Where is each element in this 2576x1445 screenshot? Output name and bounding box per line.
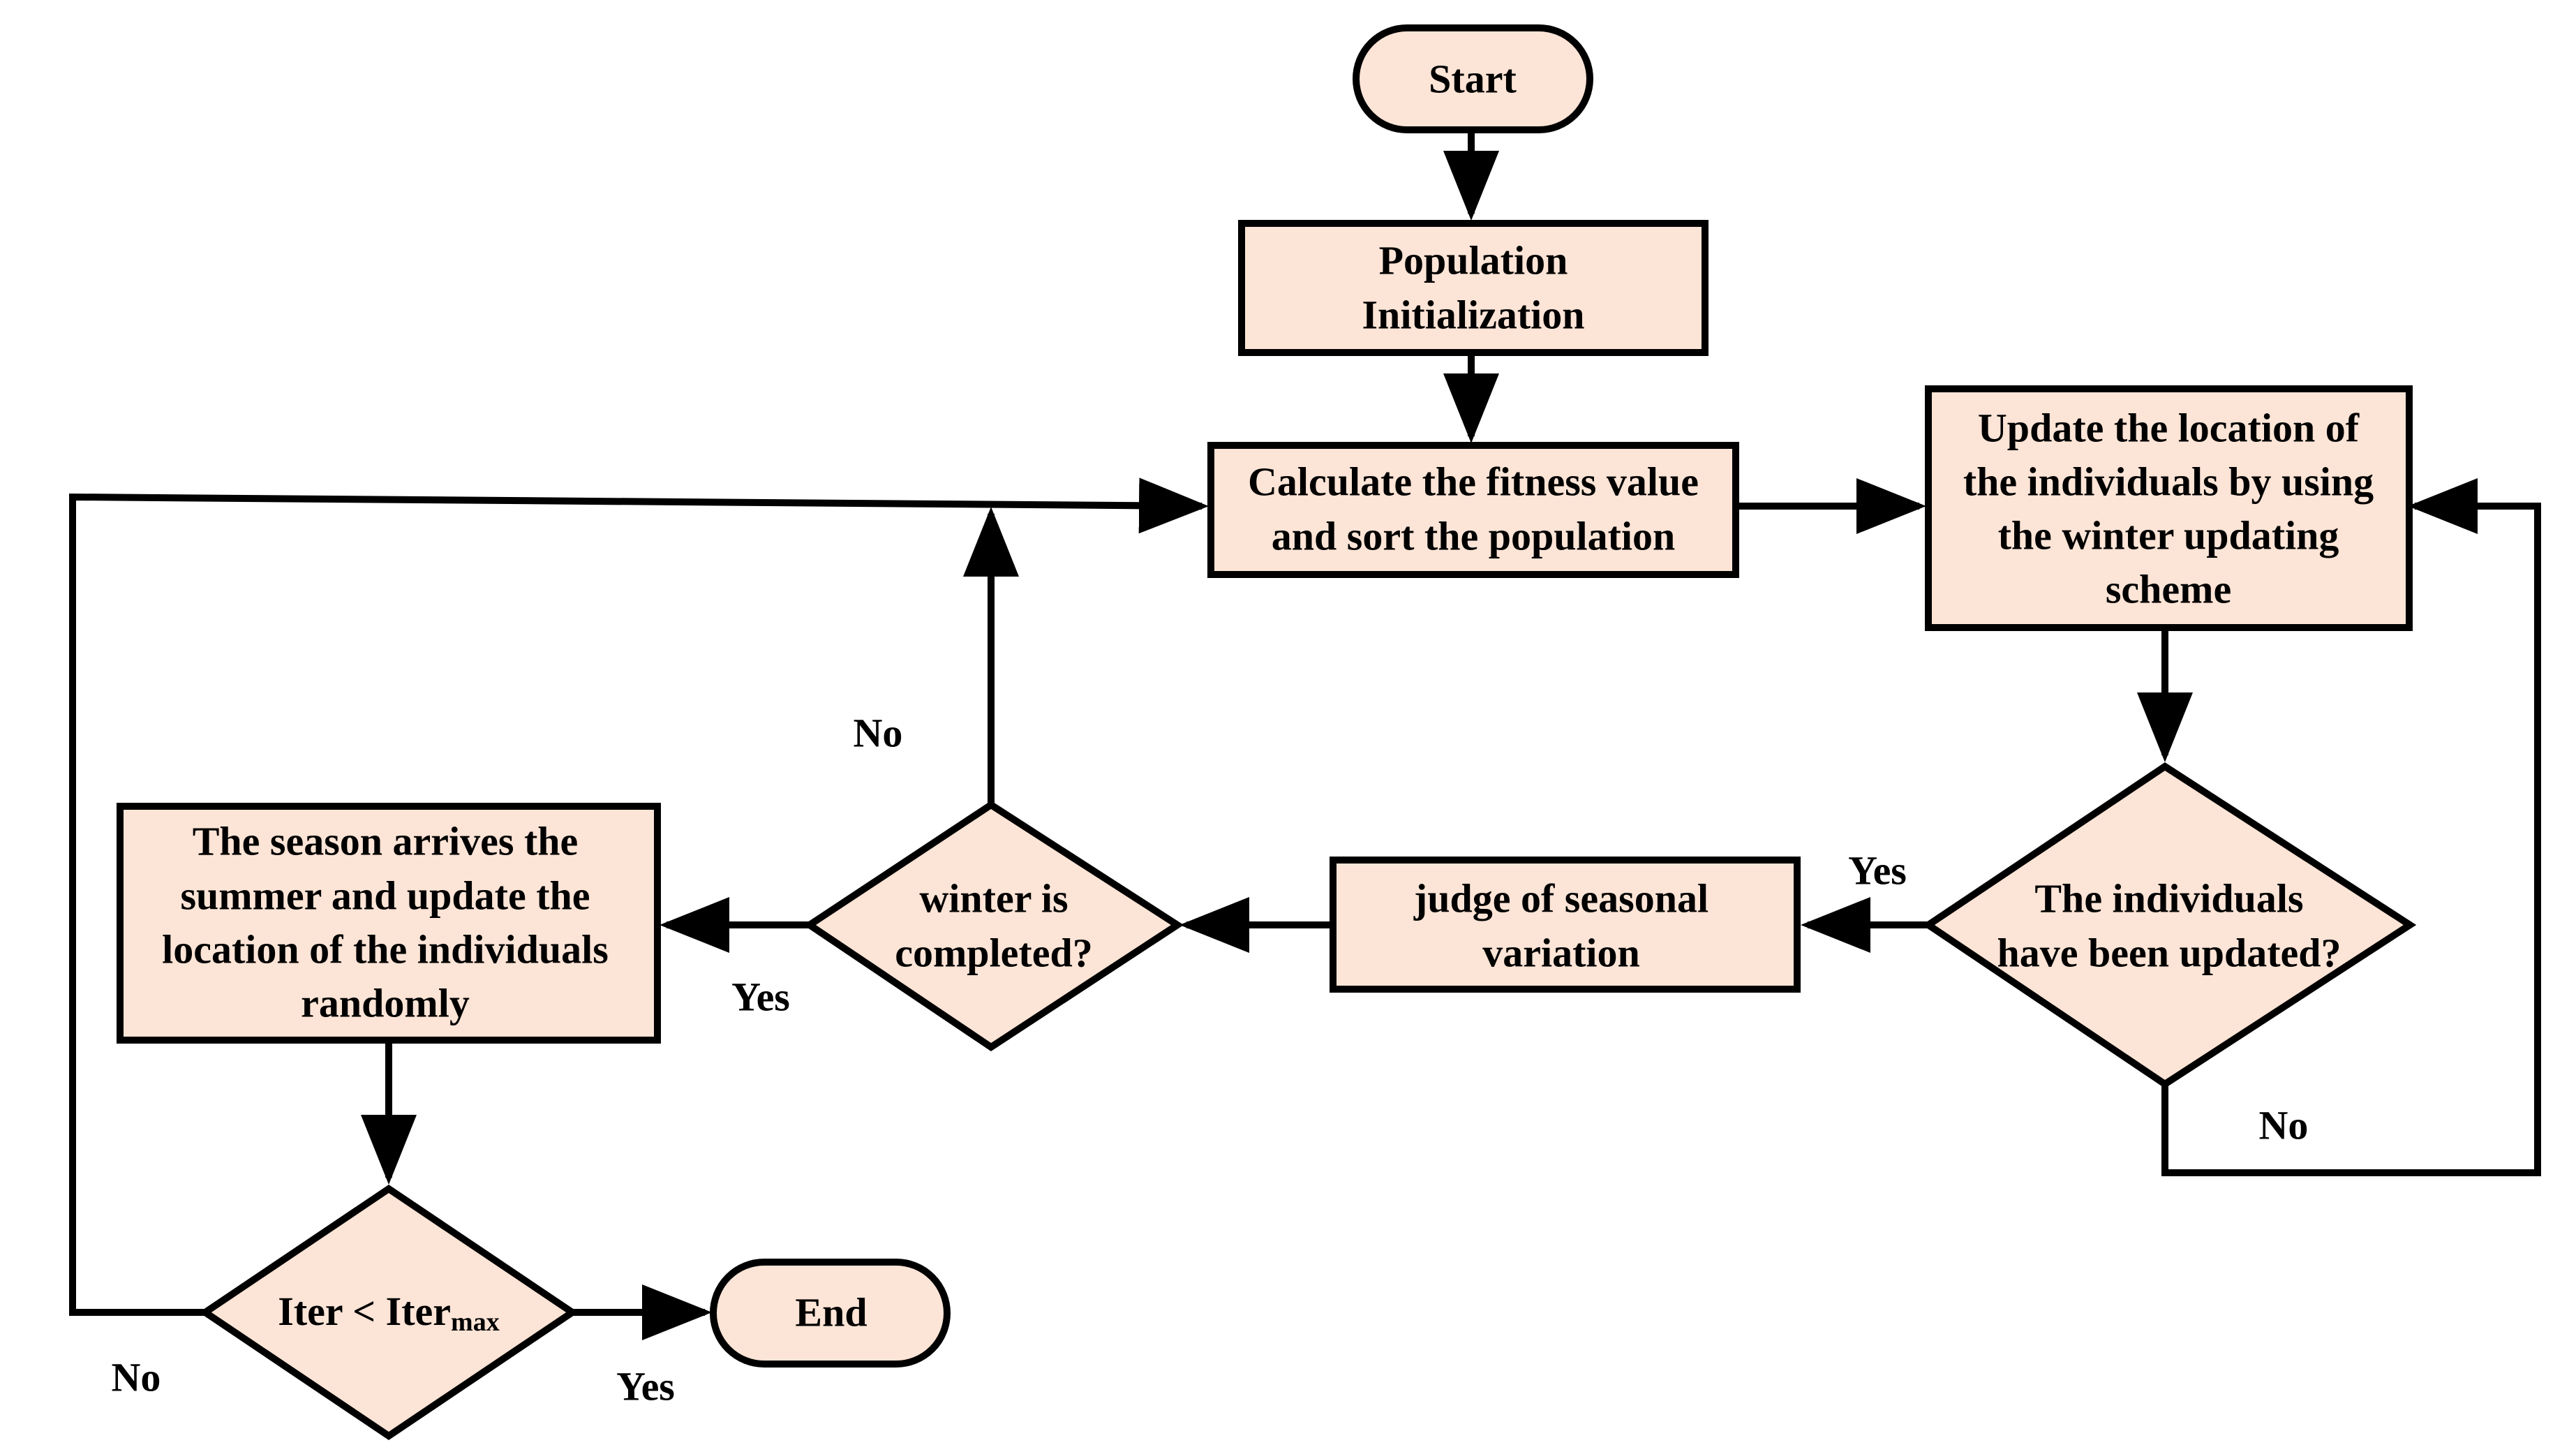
fitness-line-1: Calculate the fitness value xyxy=(1248,459,1699,505)
edge-labels: No Yes Yes No No Yes xyxy=(112,711,2309,1409)
summer-update-box: The season arrives the summer and update… xyxy=(117,803,661,1044)
fitness-box: Calculate the fitness value and sort the… xyxy=(1207,442,1739,578)
iter-check-main: Iter < Iter xyxy=(278,1289,451,1334)
updated-check-line-1: The individuals xyxy=(2034,876,2303,921)
winter-update-line-1: Update the location of xyxy=(1978,406,2360,451)
start-label: Start xyxy=(1429,57,1517,102)
fitness-shape xyxy=(1207,442,1739,578)
population-init-line-2: Initialization xyxy=(1362,292,1584,338)
winter-done-decision: winter is completed? xyxy=(803,801,1184,1052)
winter-update-box: Update the location of the individuals b… xyxy=(1925,385,2413,631)
edge-label-winter-done-yes: Yes xyxy=(731,975,790,1020)
population-init-shape xyxy=(1238,220,1708,356)
winter-update-shape xyxy=(1925,385,2413,631)
edge-updated-no-loop xyxy=(2161,478,2541,1176)
winter-done-line-1: winter is xyxy=(919,876,1068,921)
iter-check-label: Iter < Itermax xyxy=(278,1289,499,1337)
start-terminal-shape xyxy=(1353,24,1593,133)
judge-line-1: judge of seasonal xyxy=(1413,876,1708,921)
edge-label-updated-no: No xyxy=(2259,1103,2309,1148)
judge-shape xyxy=(1330,857,1801,993)
start-terminal: Start xyxy=(1353,24,1593,133)
winter-update-line-2: the individuals by using xyxy=(1963,459,2374,505)
edge-label-iter-yes: Yes xyxy=(616,1364,675,1409)
summer-update-shape xyxy=(117,803,661,1044)
edge-label-iter-no: No xyxy=(112,1355,161,1400)
nodes: Start Population Initialization Calculat… xyxy=(117,24,2417,1441)
updated-check-line-2: have been updated? xyxy=(1997,931,2341,976)
end-terminal-shape xyxy=(710,1259,951,1368)
judge-line-2: variation xyxy=(1482,931,1640,976)
summer-update-line-1: The season arrives the xyxy=(193,819,579,864)
judge-box: judge of seasonal variation xyxy=(1330,857,1801,993)
winter-done-line-2: completed? xyxy=(895,931,1093,976)
updated-check-decision: The individuals have been updated? xyxy=(1922,762,2417,1088)
summer-update-line-2: summer and update the xyxy=(180,873,590,919)
summer-update-line-3: location of the individuals xyxy=(162,927,609,972)
fitness-line-2: and sort the population xyxy=(1272,514,1676,559)
winter-done-shape xyxy=(803,801,1184,1052)
edges xyxy=(69,130,2541,1340)
winter-update-line-3: the winter updating xyxy=(1998,513,2339,558)
updated-check-shape xyxy=(1922,762,2417,1088)
edge-iter-no-to-fitness xyxy=(69,477,1209,1316)
population-init-box: Population Initialization xyxy=(1238,220,1708,356)
summer-update-line-4: randomly xyxy=(301,981,470,1026)
population-init-line-1: Population xyxy=(1379,238,1568,283)
winter-update-line-4: scheme xyxy=(2106,567,2231,612)
edge-label-winter-done-no: No xyxy=(854,711,903,756)
end-label: End xyxy=(795,1290,867,1335)
iter-check-subscript: max xyxy=(451,1307,500,1337)
end-terminal: End xyxy=(710,1259,951,1368)
iter-check-decision: Iter < Itermax xyxy=(199,1184,579,1441)
iter-check-shape xyxy=(199,1184,579,1441)
edge-label-updated-yes: Yes xyxy=(1848,848,1907,894)
